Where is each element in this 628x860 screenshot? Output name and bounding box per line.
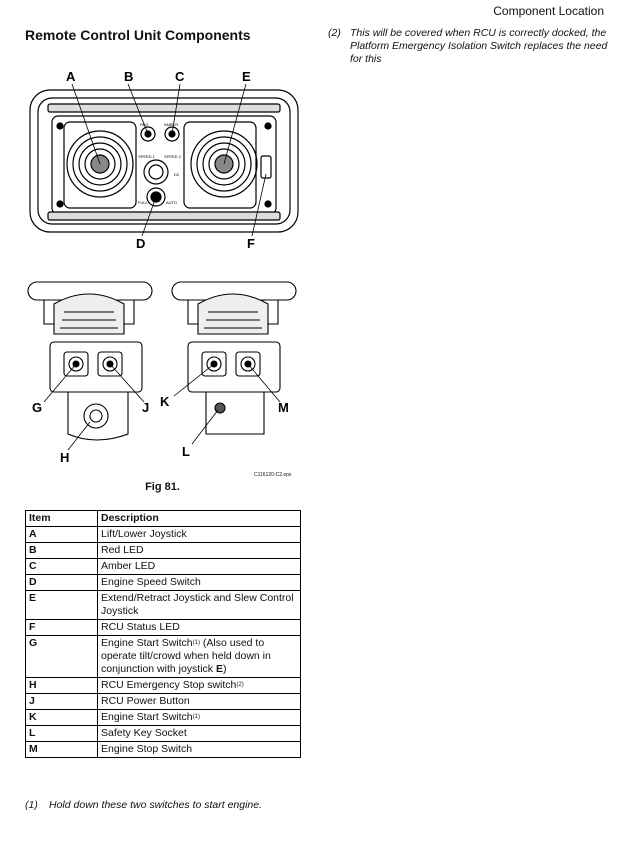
figure-caption: Fig 81.: [145, 481, 180, 493]
joystick-reference: E: [215, 663, 223, 675]
description-cell: RCU Power Button: [97, 693, 301, 710]
description-text: ): [222, 663, 227, 675]
description-text: Engine Start Switch: [101, 637, 193, 649]
callout-l: L: [182, 444, 190, 459]
item-cell: G: [25, 635, 98, 678]
callout-h: H: [60, 450, 69, 465]
callout-b: B: [124, 69, 133, 84]
table-header-row: Item Description: [25, 510, 301, 527]
page-title: Remote Control Unit Components: [25, 27, 251, 43]
panel-text-amber: AMBER: [164, 122, 178, 127]
callout-c: C: [175, 69, 185, 84]
panel-text-auto: AUTO: [166, 200, 177, 205]
item-cell: H: [25, 677, 98, 694]
side-note: (2) This will be covered when RCU is cor…: [328, 27, 613, 66]
side-note-text: This will be covered when RCU is correct…: [350, 27, 608, 65]
description-cell: Engine Speed Switch: [97, 574, 301, 591]
footnote-marker: (2): [236, 682, 244, 688]
section-header: Component Location: [493, 4, 604, 18]
panel-text-red: RED: [140, 122, 149, 127]
panel-text-speed2: SPEED 2: [164, 154, 182, 159]
description-cell: Amber LED: [97, 558, 301, 575]
description-cell: RCU Emergency Stop switch(2): [97, 677, 301, 694]
callout-a: A: [66, 69, 76, 84]
column-header-description: Description: [97, 510, 301, 527]
item-cell: M: [25, 741, 98, 758]
rcu-side-views-figure: G J H K M L: [27, 281, 297, 465]
panel-text-full: FULL: [138, 200, 149, 205]
description-cell: Lift/Lower Joystick: [97, 526, 301, 543]
table-row: K Engine Start Switch(1): [25, 709, 301, 726]
callout-g: G: [32, 400, 42, 415]
footnote: (1) Hold down these two switches to star…: [25, 799, 325, 811]
footnote-marker: (1): [192, 714, 200, 720]
description-text: Engine Start Switch: [101, 711, 193, 723]
item-cell: F: [25, 619, 98, 636]
item-cell: D: [25, 574, 98, 591]
item-cell: J: [25, 693, 98, 710]
description-cell: Engine Start Switch(1) (Also used to ope…: [97, 635, 301, 678]
footnote-text: Hold down these two switches to start en…: [49, 799, 263, 811]
column-header-item: Item: [25, 510, 98, 527]
footnote-marker: (1): [192, 640, 200, 646]
callout-j: J: [142, 400, 149, 415]
footnote-number: (1): [25, 799, 38, 811]
rcu-top-view-figure: A B C E D F RED AMBER SPEED 1 SPEED 2 FU…: [29, 69, 299, 251]
item-cell: K: [25, 709, 98, 726]
callout-d: D: [136, 236, 145, 251]
description-cell: Safety Key Socket: [97, 725, 301, 742]
callout-k: K: [160, 394, 170, 409]
table-row: G Engine Start Switch(1) (Also used to o…: [25, 635, 301, 678]
panel-text-d2: D2: [174, 172, 180, 177]
description-text: (Also used to operate tilt/crowd when he…: [101, 637, 271, 675]
callout-m: M: [278, 400, 289, 415]
description-text: RCU Emergency Stop switch: [101, 679, 237, 691]
item-cell: B: [25, 542, 98, 559]
callout-f: F: [247, 236, 255, 251]
description-cell: Engine Start Switch(1): [97, 709, 301, 726]
item-cell: A: [25, 526, 98, 543]
item-cell: E: [25, 590, 98, 620]
description-cell: Extend/Retract Joystick and Slew Control…: [97, 590, 301, 620]
description-cell: Engine Stop Switch: [97, 741, 301, 758]
description-cell: RCU Status LED: [97, 619, 301, 636]
item-cell: C: [25, 558, 98, 575]
description-cell: Red LED: [97, 542, 301, 559]
item-cell: L: [25, 725, 98, 742]
panel-text-speed1: SPEED 1: [138, 154, 156, 159]
figure-file-reference: C116120-C2.eps: [254, 472, 292, 478]
callout-e: E: [242, 69, 251, 84]
side-note-number: (2): [328, 27, 341, 39]
table-row: H RCU Emergency Stop switch(2): [25, 677, 301, 694]
